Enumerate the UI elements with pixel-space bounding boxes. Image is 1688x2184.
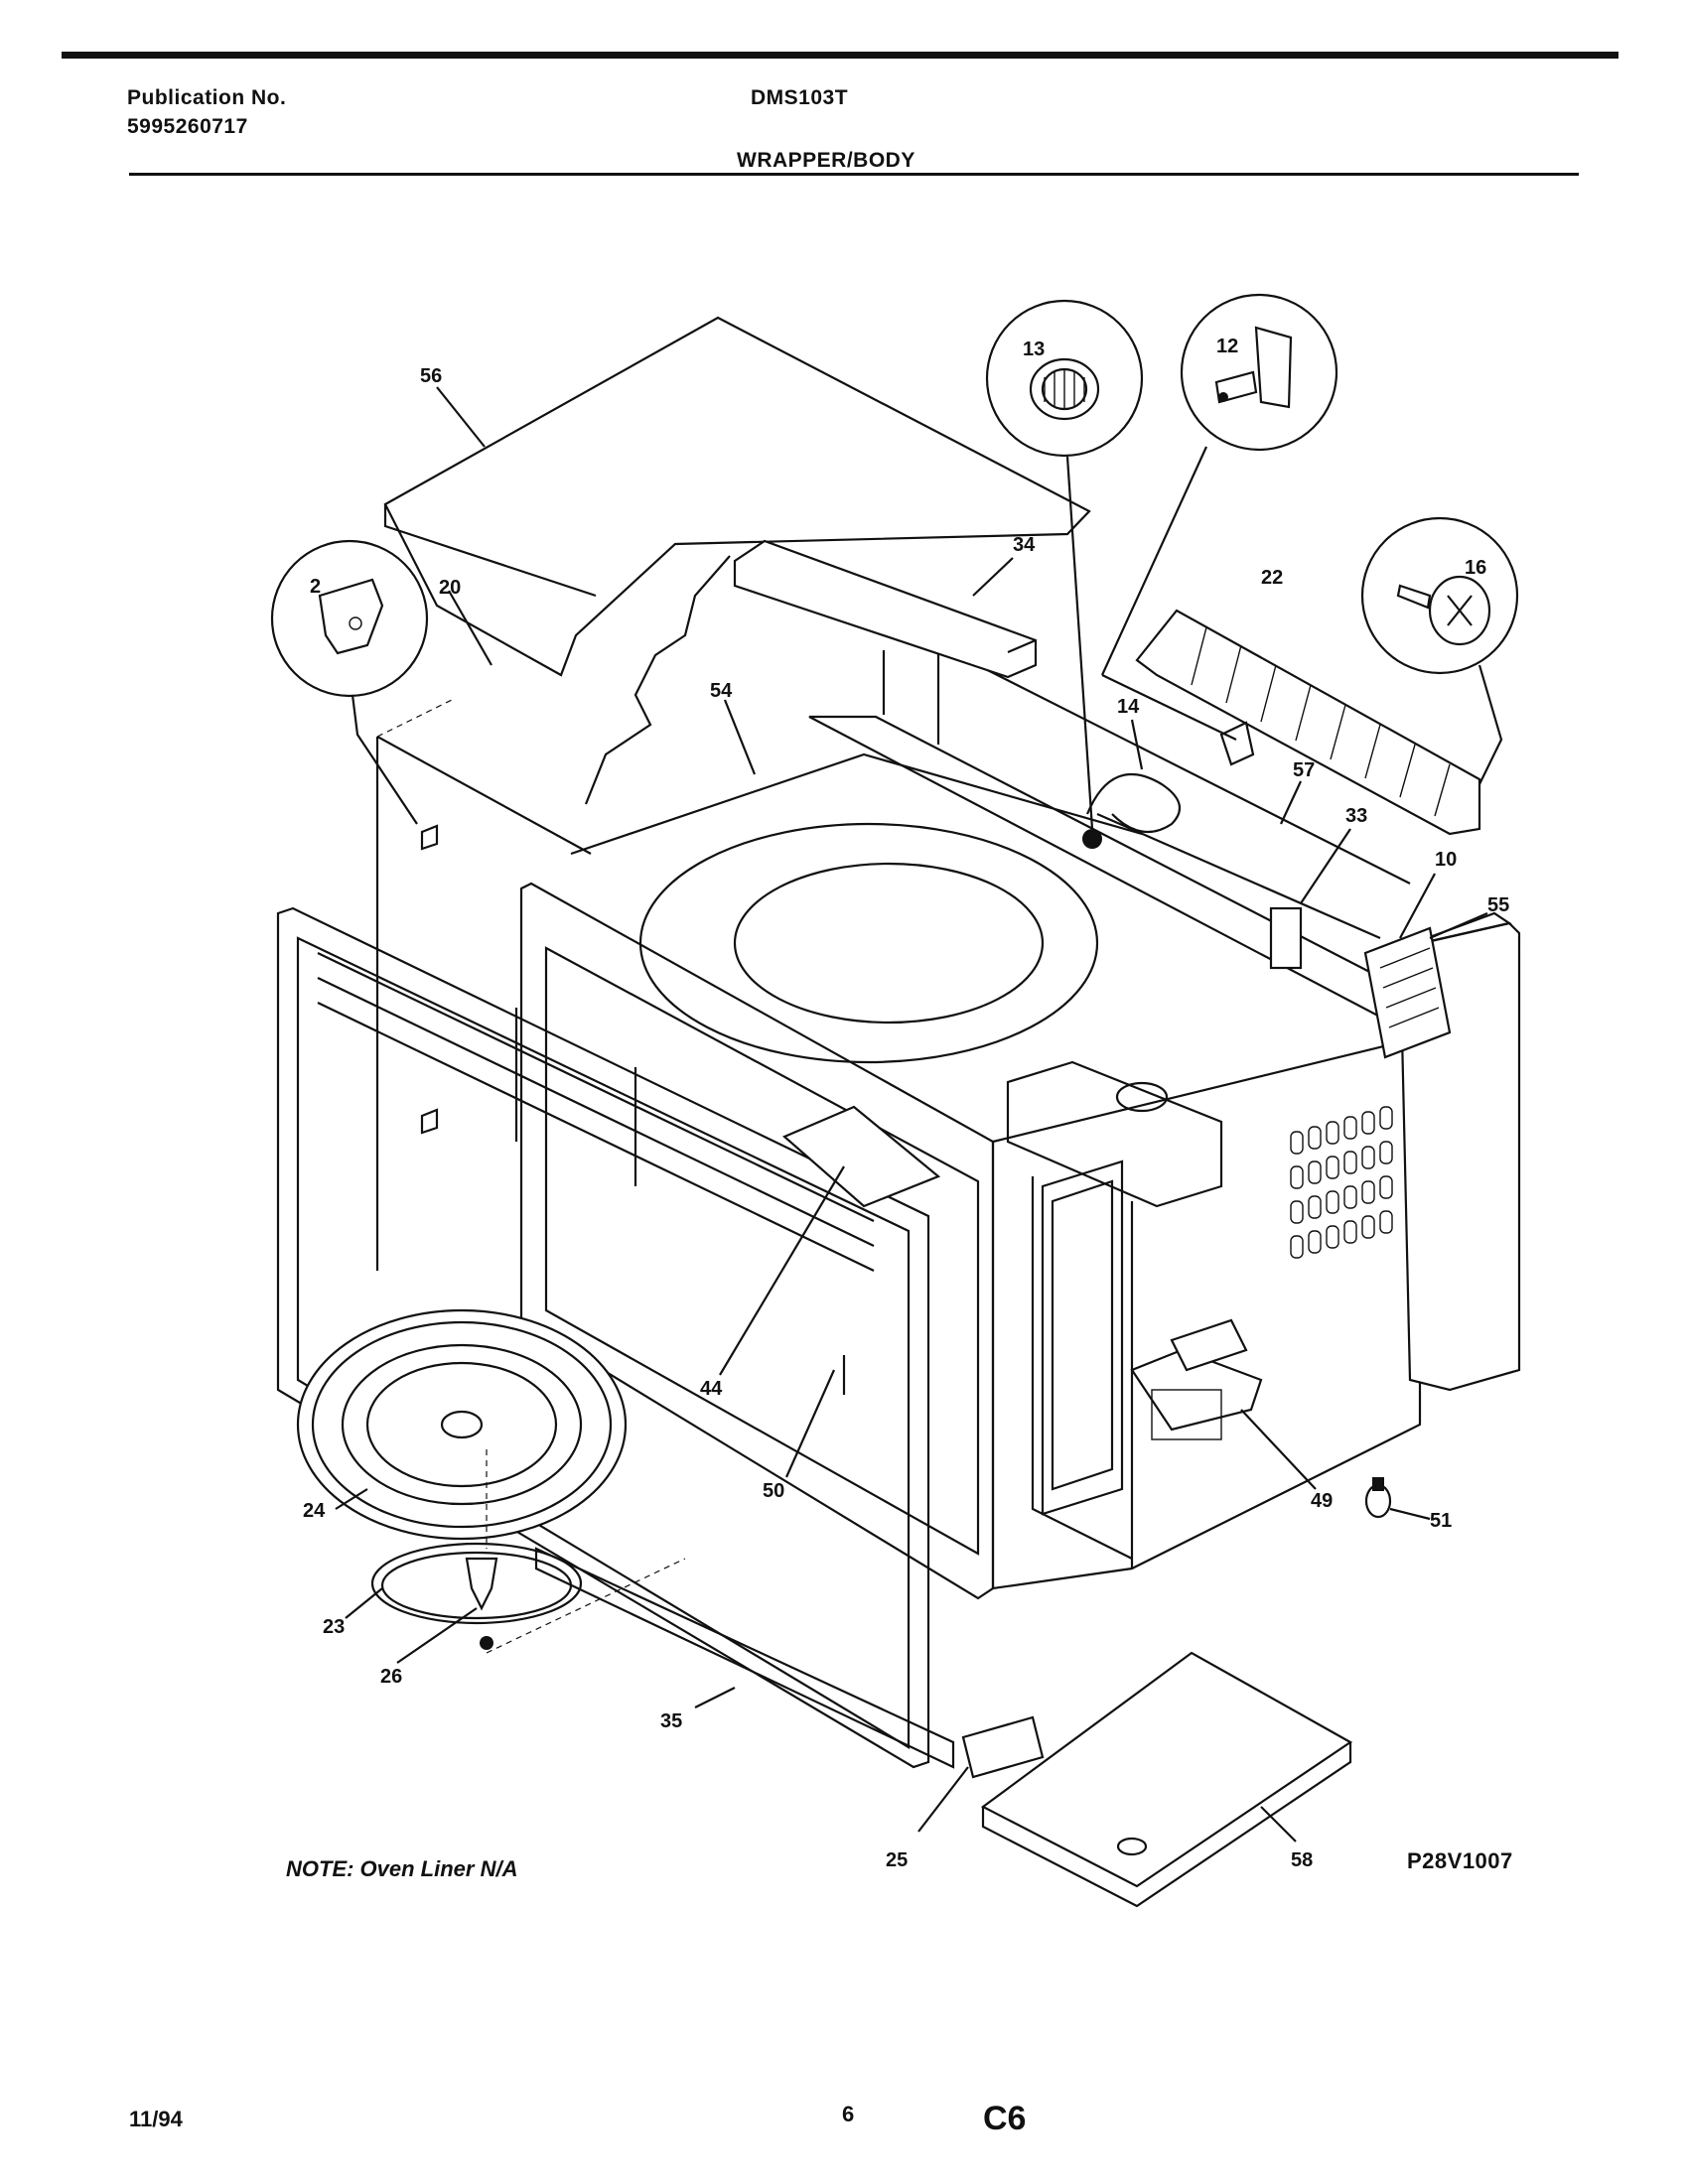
footer-date: 11/94 (129, 2107, 183, 2131)
figure-code: P28V1007 (1407, 1848, 1513, 1873)
callout-55: 55 (1487, 894, 1509, 916)
inset-part-16 (1360, 516, 1519, 785)
section-title: WRAPPER/BODY (737, 149, 915, 172)
vent-grille-part-22 (1135, 609, 1481, 836)
callout-13: 13 (1023, 339, 1045, 360)
coupler-part-26 (465, 1557, 498, 1611)
foot-part-51 (1364, 1477, 1392, 1519)
callout-35: 35 (660, 1710, 682, 1732)
callout-50: 50 (763, 1480, 784, 1502)
callout-57: 57 (1293, 759, 1315, 781)
frame-part-35 (534, 1547, 955, 1769)
callout-23: 23 (323, 1616, 345, 1638)
publication-label: Publication No. (127, 86, 287, 109)
inset-part-2 (270, 539, 429, 825)
inset-part-12 (1100, 293, 1338, 741)
page-number: 6 (842, 2102, 855, 2126)
callout-10: 10 (1435, 849, 1457, 871)
leader-lines (335, 386, 1488, 1843)
roller-ring-part-23 (370, 1542, 583, 1625)
turntable-part-24 (296, 1308, 628, 1541)
switch-part-49 (1170, 1318, 1248, 1372)
front-panel (276, 906, 930, 1769)
label-plate-part-10 (1363, 926, 1452, 1059)
callout-2: 2 (310, 576, 321, 598)
callout-34: 34 (1013, 534, 1036, 556)
fitting-part-12 (1219, 721, 1255, 766)
publication-number: 5995260717 (127, 115, 248, 138)
callout-51: 51 (1430, 1510, 1452, 1532)
rod-part-57 (1096, 812, 1381, 940)
block-part-33 (1269, 906, 1303, 970)
oven-cavity-part-54 (570, 715, 1412, 1064)
fitting-part-13 (1082, 829, 1102, 849)
header-bottom-rule (129, 173, 1579, 176)
callout-16: 16 (1465, 557, 1486, 579)
plate-part-44 (781, 1105, 941, 1208)
model-number: DMS103T (751, 86, 849, 109)
bottom-plate-part-58 (980, 1651, 1353, 1908)
callout-49: 49 (1311, 1490, 1333, 1512)
cavity-frame (519, 882, 1422, 1600)
callout-12: 12 (1216, 336, 1238, 357)
callout-26: 26 (380, 1666, 402, 1688)
callout-54: 54 (710, 680, 733, 702)
outer-wrapper-part-20 (375, 644, 1411, 1271)
callout-56: 56 (420, 365, 442, 387)
page-code: C6 (983, 2100, 1027, 2137)
callout-44: 44 (700, 1378, 723, 1400)
header-top-rule (62, 52, 1618, 59)
callout-25: 25 (886, 1849, 908, 1871)
bracket-part-14 (1085, 772, 1182, 834)
diagram-note: NOTE: Oven Liner N/A (286, 1856, 518, 1881)
callout-14: 14 (1117, 696, 1140, 718)
callout-20: 20 (439, 577, 461, 599)
top-cover-part-56 (383, 316, 1091, 805)
callout-33: 33 (1345, 805, 1367, 827)
callout-22: 22 (1261, 567, 1283, 589)
bracket-part-25 (961, 1715, 1045, 1779)
clip-part-2-instance (420, 824, 439, 851)
strip-part-34 (733, 539, 1038, 679)
callout-58: 58 (1291, 1849, 1313, 1871)
callout-24: 24 (303, 1500, 326, 1522)
inset-part-13 (985, 299, 1144, 830)
